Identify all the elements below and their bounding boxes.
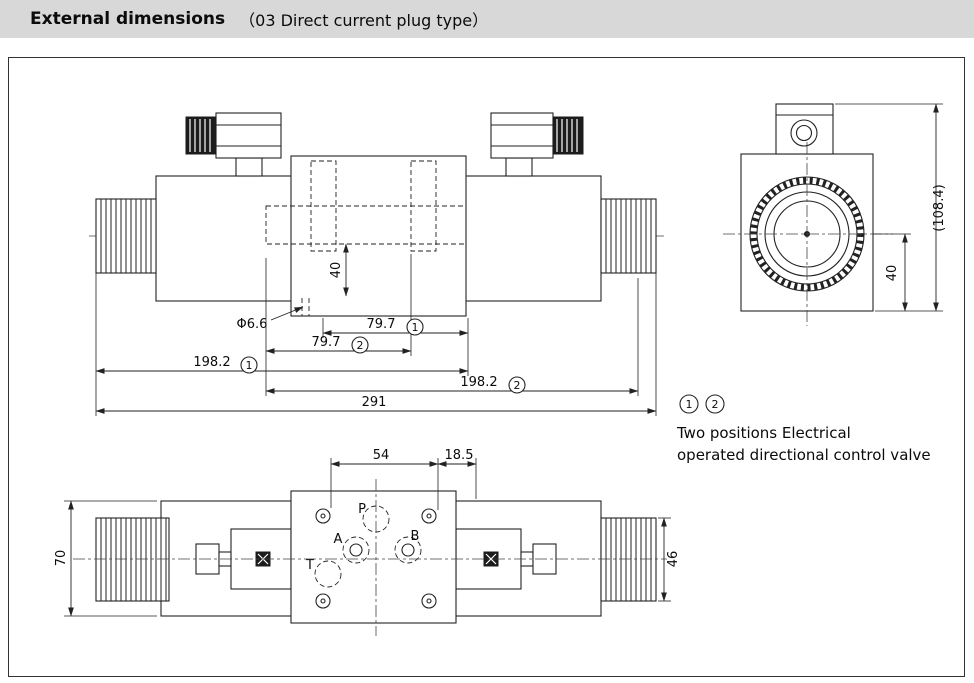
svg-text:1: 1 xyxy=(246,359,253,372)
extension-lines-top xyxy=(64,458,671,617)
leader-line xyxy=(270,306,304,321)
circled-mark-2 xyxy=(351,336,369,354)
circled-mark-2 xyxy=(508,376,526,394)
svg-text:2: 2 xyxy=(712,398,719,411)
left-plug-connector xyxy=(185,112,282,177)
legend-mark-2 xyxy=(705,394,725,414)
svg-text:40: 40 xyxy=(885,265,900,282)
port-b-circle xyxy=(394,536,422,564)
drawing-box: 40 Φ6.6 xyxy=(8,57,965,677)
svg-text:2: 2 xyxy=(514,379,521,392)
svg-text:(108.4): (108.4) xyxy=(932,184,947,231)
side-view: 40 Φ6.6 xyxy=(89,112,664,416)
mounting-plate xyxy=(290,490,457,624)
svg-text:1: 1 xyxy=(686,398,693,411)
port-t-circle xyxy=(314,560,342,588)
dim-198-2-first: 198.2 1 xyxy=(95,355,469,374)
port-label-a: A xyxy=(334,532,343,547)
port-label-t: T xyxy=(305,558,314,573)
end-view: (108.4) 40 xyxy=(723,103,947,326)
dim-18-5: 18.5 xyxy=(437,448,477,467)
right-plug-stem xyxy=(505,157,533,177)
dim-46: 46 xyxy=(661,517,681,602)
end-view-plug xyxy=(775,103,834,155)
svg-text:46: 46 xyxy=(666,551,681,568)
page-subtitle: （03 Direct current plug type） xyxy=(239,11,489,30)
legend-text-line1: Two positions Electrical xyxy=(676,424,851,442)
svg-text:198.2: 198.2 xyxy=(193,355,230,370)
bolt-holes xyxy=(315,508,437,609)
dim-198-2-second: 198.2 2 xyxy=(265,375,639,394)
svg-text:54: 54 xyxy=(373,448,390,463)
left-knurled-nut xyxy=(95,198,157,274)
dim-79-7-first: 79.7 1 xyxy=(322,317,469,336)
dim-54: 54 xyxy=(330,448,439,467)
right-plug-connector xyxy=(490,112,584,177)
top-view: P A B T xyxy=(54,448,681,636)
extension-lines-side xyxy=(95,254,657,416)
svg-text:70: 70 xyxy=(54,550,69,567)
header-bar: External dimensions （03 Direct current p… xyxy=(0,0,974,38)
top-right-knurled-nut xyxy=(600,517,657,602)
port-b-inner xyxy=(401,543,415,557)
svg-text:18.5: 18.5 xyxy=(445,448,474,463)
circled-mark-1 xyxy=(240,356,258,374)
dim-108-4: (108.4) xyxy=(932,103,947,312)
left-plug-cap xyxy=(185,116,217,155)
top-left-knurled-nut xyxy=(95,517,170,602)
svg-text:198.2: 198.2 xyxy=(460,375,497,390)
phi-label: Φ6.6 xyxy=(237,317,268,332)
svg-text:79.7: 79.7 xyxy=(367,317,396,332)
svg-text:40: 40 xyxy=(329,262,344,279)
right-plug-cap xyxy=(552,116,584,155)
right-knurled-nut xyxy=(600,198,657,274)
technical-drawing: 40 Φ6.6 xyxy=(54,103,947,636)
port-a-inner xyxy=(349,543,363,557)
circled-mark-1 xyxy=(406,318,424,336)
port-label-b: B xyxy=(411,529,420,544)
legend-text-line2: operated directional control valve xyxy=(677,446,931,464)
dim-70: 70 xyxy=(54,500,74,617)
port-label-p: P xyxy=(358,502,366,517)
svg-text:1: 1 xyxy=(412,321,419,334)
legend-mark-1 xyxy=(679,394,699,414)
page-title: External dimensions xyxy=(30,9,226,29)
dim-40-end: 40 xyxy=(885,233,908,312)
svg-text:291: 291 xyxy=(362,395,387,410)
center-valve-block xyxy=(290,155,467,317)
svg-text:79.7: 79.7 xyxy=(312,335,341,350)
dim-40-side: 40 xyxy=(329,243,349,297)
dim-79-7-second: 79.7 2 xyxy=(265,335,412,354)
svg-text:2: 2 xyxy=(357,339,364,352)
phi-6-6-callout: Φ6.6 xyxy=(237,306,304,332)
left-plug-stem xyxy=(235,157,263,177)
dim-291: 291 xyxy=(95,395,657,414)
legend: 1 2 Two positions Electrical operated di… xyxy=(676,394,931,464)
port-a-circle xyxy=(342,536,370,564)
